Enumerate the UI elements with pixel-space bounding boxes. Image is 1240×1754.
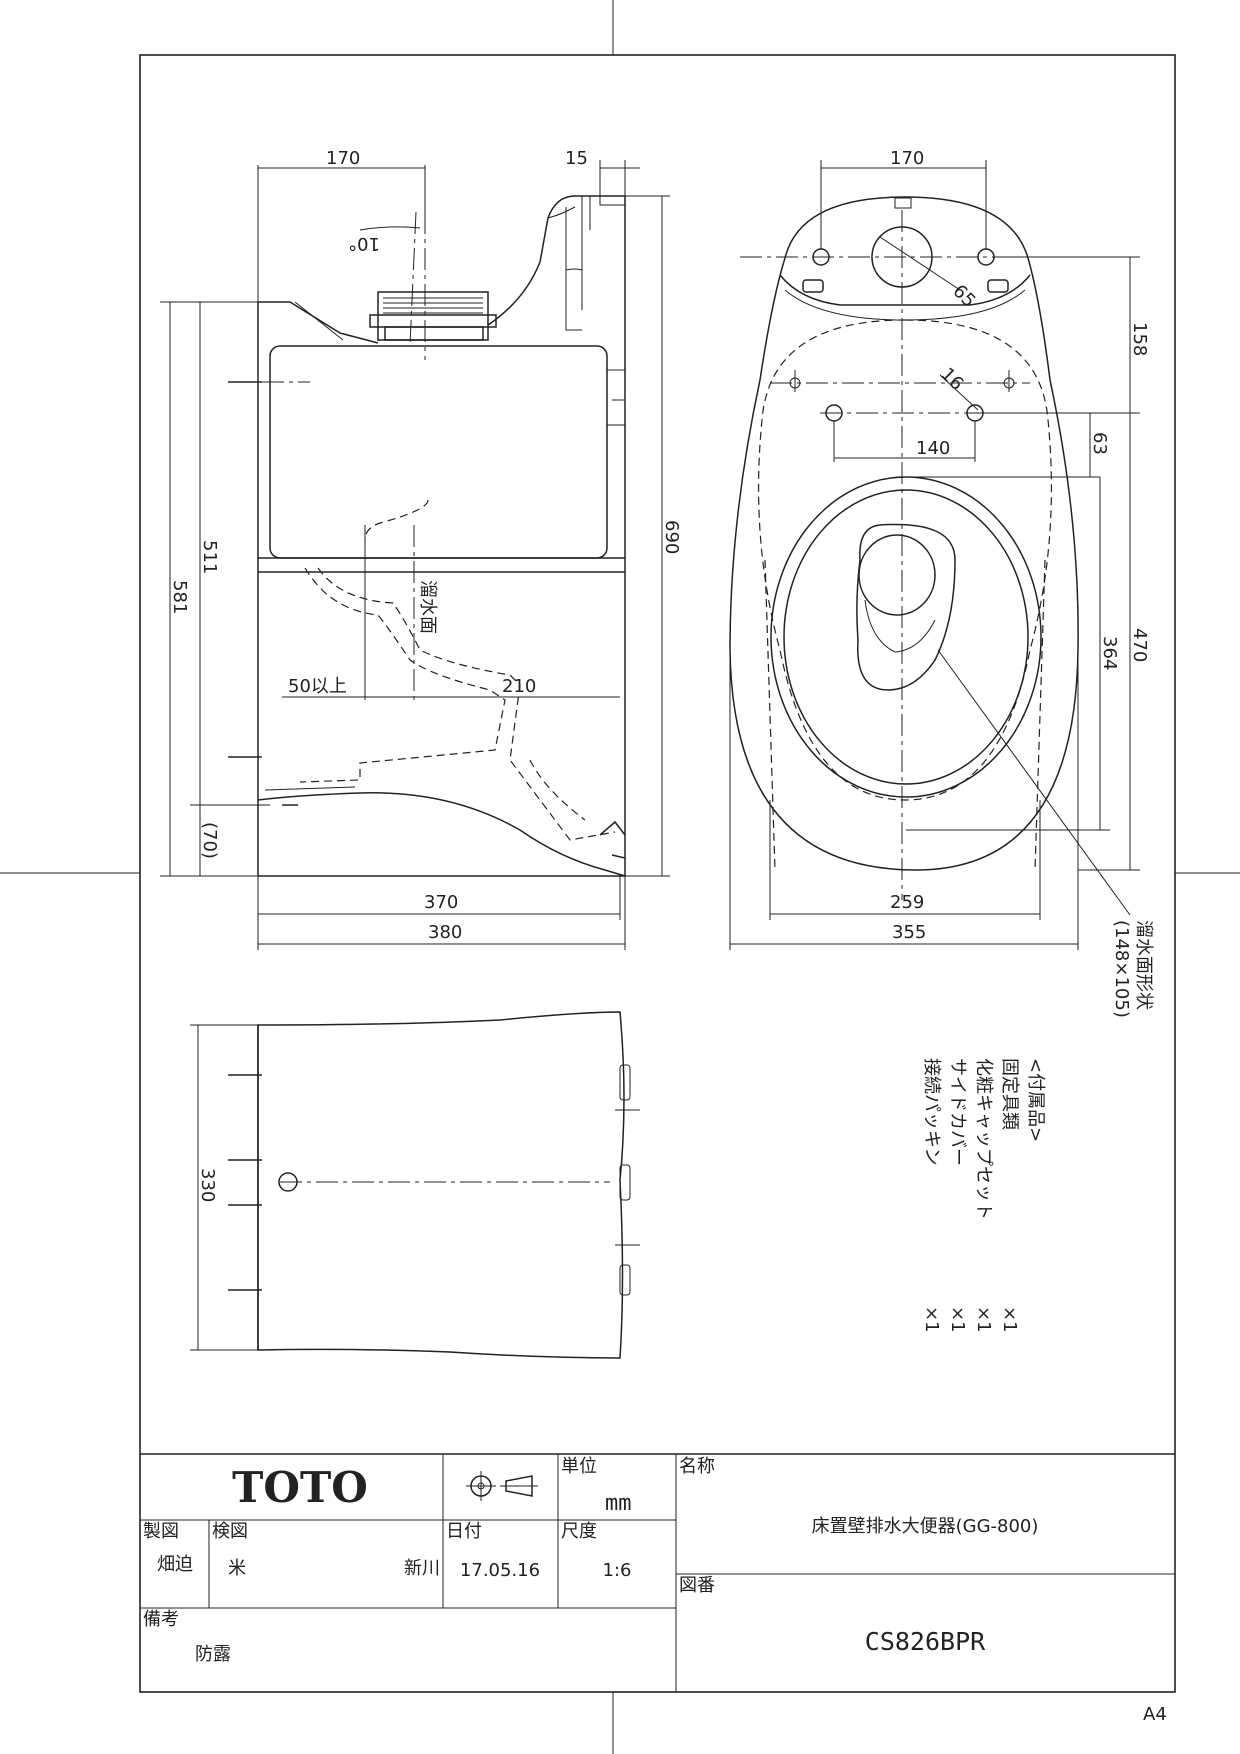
accessory-item-1: 固定具類 — [999, 1058, 1020, 1130]
projection-symbol-icon — [466, 1471, 538, 1501]
product-name: 床置壁排水大便器(GG-800) — [812, 1516, 1039, 1537]
unit-value: mm — [605, 1491, 632, 1516]
accessories-header: <付属品> — [1025, 1058, 1046, 1142]
brand-logo: TOTO — [232, 1463, 368, 1512]
checked-by-1: 米 — [228, 1558, 246, 1579]
dim-top-16: 16 — [936, 364, 967, 395]
dim-top-470: 470 — [1129, 628, 1150, 662]
accessory-qty-4: ×1 — [921, 1306, 942, 1333]
title-block: TOTO 単位 mm 名称 床置壁排水大便器(GG-800) 製図 畑迫 検図 … — [140, 1453, 1175, 1692]
accessory-qty-3: ×1 — [947, 1306, 968, 1333]
drawing-no-value: CS826BPR — [865, 1627, 986, 1656]
top-view — [729, 160, 1140, 950]
date-label: 日付 — [446, 1521, 482, 1542]
date-value: 17.05.16 — [460, 1560, 540, 1581]
name-label: 名称 — [679, 1456, 715, 1477]
accessory-item-2: 化粧キャップセット — [973, 1058, 994, 1220]
dim-side-511: 511 — [199, 540, 220, 574]
label-water-surface: 溜水面 — [417, 580, 438, 634]
accessory-item-4: 接続パッキン — [921, 1058, 942, 1165]
supply-connection — [369, 291, 497, 341]
label-water-shape-size: (148×105) — [1111, 920, 1132, 1018]
dim-side-170: 170 — [326, 148, 360, 169]
dim-side-50: 50以上 — [288, 676, 347, 697]
drawing-no-label: 図番 — [679, 1575, 715, 1596]
dim-top-170: 170 — [890, 148, 924, 169]
accessory-qty-2: ×1 — [973, 1306, 994, 1333]
dim-top-140: 140 — [916, 438, 950, 459]
remarks-label: 備考 — [143, 1609, 179, 1630]
bottom-view — [190, 1011, 640, 1359]
accessories-list: <付属品> 固定具類 化粧キャップセット サイドカバー 接続パッキン ×1 ×1… — [921, 1058, 1046, 1333]
checked-by-2: 新川 — [404, 1558, 440, 1579]
dim-side-690: 690 — [661, 520, 682, 554]
unit-label: 単位 — [561, 1456, 597, 1477]
dim-top-63: 63 — [1089, 432, 1110, 455]
dim-side-370: 370 — [424, 892, 458, 913]
dim-side-15: 15 — [565, 148, 588, 169]
scale-label: 尺度 — [561, 1521, 597, 1542]
drawn-label: 製図 — [143, 1521, 179, 1542]
dim-top-355: 355 — [892, 922, 926, 943]
label-water-shape: 溜水面形状 — [1133, 920, 1154, 1010]
dim-top-364: 364 — [1099, 636, 1120, 670]
dim-side-380: 380 — [428, 922, 462, 943]
accessory-item-3: サイドカバー — [947, 1058, 968, 1166]
bottom-anchor-screws — [228, 1074, 262, 1291]
checked-label: 検図 — [212, 1521, 248, 1542]
side-view-dimension-text: 170 15 10° 690 511 581 (70) 50以上 210 溜水面… — [169, 148, 682, 943]
remarks-value: 防露 — [195, 1644, 231, 1665]
dim-top-158: 158 — [1129, 322, 1150, 356]
accessory-qty-1: ×1 — [999, 1306, 1020, 1333]
top-view-dimension-text: 170 65 158 16 140 63 364 470 259 355 溜水面… — [890, 148, 1154, 1018]
dim-side-70: (70) — [199, 822, 220, 859]
dim-side-210: 210 — [502, 676, 536, 697]
side-view — [160, 160, 670, 950]
scale-value: 1:6 — [603, 1560, 632, 1581]
drawing-frame — [139, 54, 1176, 1693]
dim-top-259: 259 — [890, 892, 924, 913]
paper-size: A4 — [1143, 1704, 1167, 1725]
dim-side-angle: 10° — [348, 233, 380, 254]
dim-side-581: 581 — [169, 580, 190, 614]
drawn-by: 畑迫 — [157, 1554, 193, 1575]
dim-bottom-330: 330 — [197, 1168, 218, 1202]
anchor-screws — [228, 381, 298, 806]
